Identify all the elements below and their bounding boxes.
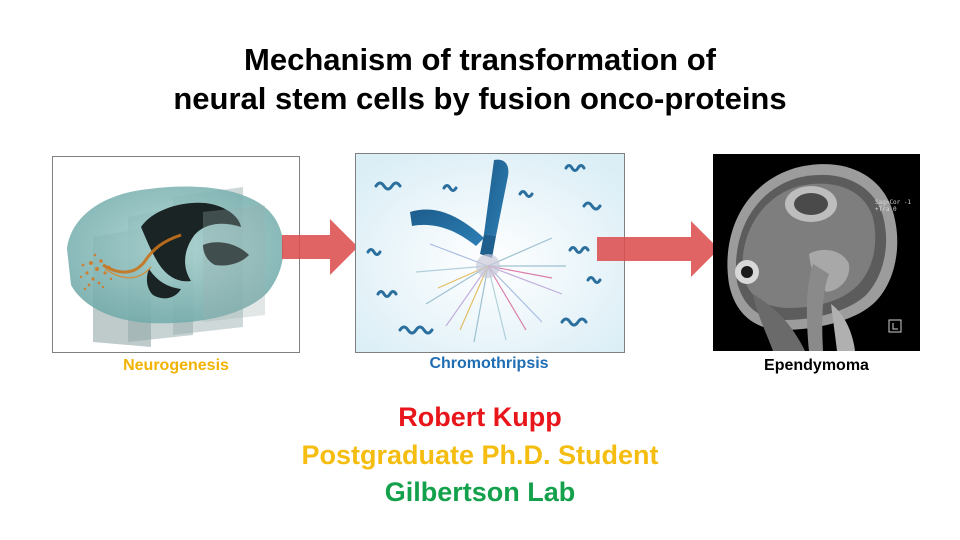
author-lab: Gilbertson Lab <box>384 477 576 507</box>
caption-neurogenesis: Neurogenesis <box>123 357 229 374</box>
slide-title: Mechanism of transformation of neural st… <box>0 40 960 118</box>
right-arrow-icon <box>597 221 721 282</box>
scan-label-2: +Tra 0 <box>875 206 897 213</box>
neurogenesis-image <box>52 156 300 353</box>
author-name: Robert Kupp <box>398 402 562 432</box>
scan-label-1: Sag>Cor -1 <box>875 199 912 206</box>
caption-ependymoma: Ependymoma <box>764 357 869 374</box>
right-arrow-icon <box>282 219 362 280</box>
chromothripsis-image <box>355 153 625 353</box>
caption-chromothripsis: Chromothripsis <box>429 355 549 372</box>
ependymoma-mri-image: Sag>Cor -1 +Tra 0 <box>713 154 920 351</box>
mri-scan-illustration: Sag>Cor -1 +Tra 0 <box>713 154 920 351</box>
brain-neurogenesis-illustration <box>67 186 284 347</box>
shattered-chromosome-illustration <box>356 154 624 352</box>
author-role: Postgraduate Ph.D. Student <box>301 440 659 470</box>
title-line-1: Mechanism of transformation of <box>244 42 716 77</box>
orientation-box-icon <box>888 319 902 333</box>
title-line-2: neural stem cells by fusion onco-protein… <box>173 81 787 116</box>
